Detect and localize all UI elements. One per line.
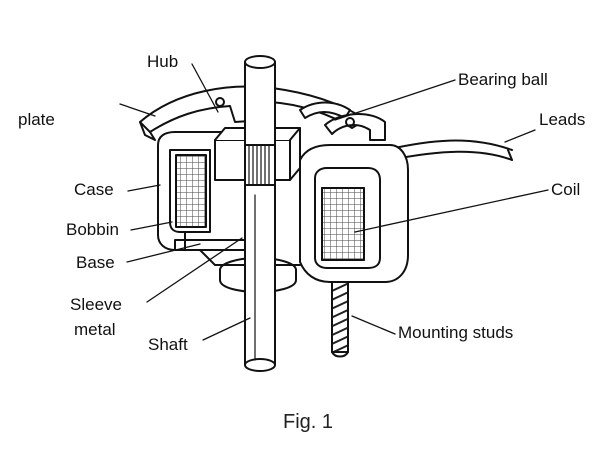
lead-wire-1 (384, 139, 513, 151)
plate-label: plate (18, 110, 55, 129)
shaft-label: Shaft (148, 335, 188, 354)
case-label: Case (74, 180, 114, 199)
bobbin-label: Bobbin (66, 220, 119, 239)
mounting-studs-label: Mounting studs (398, 323, 514, 342)
coil-label: Coil (551, 180, 581, 199)
figure-caption: Fig. 1 (283, 411, 334, 433)
coil-left-mesh (175, 154, 207, 228)
sleeve-metal-label-line1: Sleeve (70, 295, 122, 314)
bearing-ball-label: Bearing ball (458, 70, 548, 89)
lead-wire-2 (389, 150, 513, 161)
sleeve-metal-label-line2: metal (74, 320, 116, 339)
base-label: Base (76, 253, 115, 272)
hub-label: Hub (147, 52, 179, 71)
shaft-body (244, 61, 276, 366)
mounting-stud (331, 281, 349, 353)
leads-label: Leads (539, 110, 586, 129)
coil-right-mesh (321, 187, 365, 261)
